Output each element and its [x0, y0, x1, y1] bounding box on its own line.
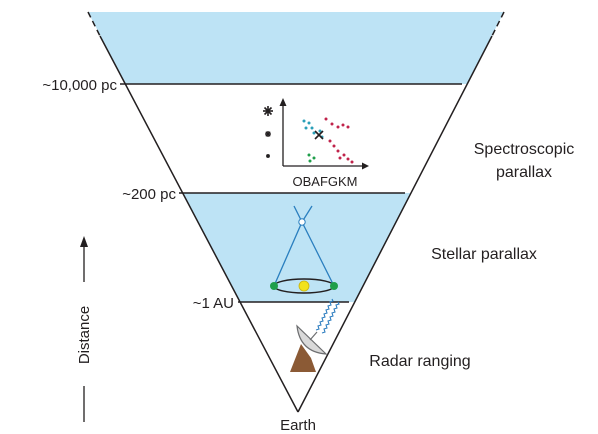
- triangle-outline: [87, 11, 505, 413]
- star-size-large-icon: [263, 106, 273, 116]
- radar-dish-bowl-icon: [296, 324, 328, 355]
- label-200pc: ~200 pc: [122, 186, 176, 203]
- hr-spectral-classes: OBAFGKM: [292, 174, 357, 189]
- star-size-small-icon: [266, 154, 270, 158]
- hr-star-dots: [302, 117, 354, 164]
- band-beyond-10000pc: [88, 12, 504, 84]
- method-spectroscopic-line2: parallax: [496, 164, 552, 181]
- nearby-star-icon: [298, 218, 306, 226]
- radar-base-icon: [290, 344, 316, 372]
- label-1au: ~1 AU: [193, 295, 234, 312]
- radar-waves-icon: [315, 298, 334, 331]
- method-radar-ranging: Radar ranging: [369, 353, 470, 370]
- label-earth: Earth: [280, 417, 316, 434]
- method-stellar-parallax: Stellar parallax: [431, 246, 537, 263]
- label-10000pc: ~10,000 pc: [42, 77, 117, 94]
- axis-arrowhead-icon: [80, 236, 88, 247]
- target-star-marker-icon: [314, 130, 324, 140]
- hr-diagram-icon: OBAFGKM: [263, 98, 369, 189]
- sun-icon: [298, 280, 310, 292]
- stellar-parallax-icon: [270, 205, 338, 294]
- earth-position-right-icon: [330, 282, 338, 290]
- star-size-medium-icon: [265, 131, 271, 137]
- method-spectroscopic-line1: Spectroscopic: [474, 141, 575, 158]
- distance-axis: Distance: [76, 236, 93, 422]
- radar-dish-icon: [290, 298, 340, 372]
- earth-position-left-icon: [270, 282, 278, 290]
- axis-label: Distance: [76, 306, 93, 364]
